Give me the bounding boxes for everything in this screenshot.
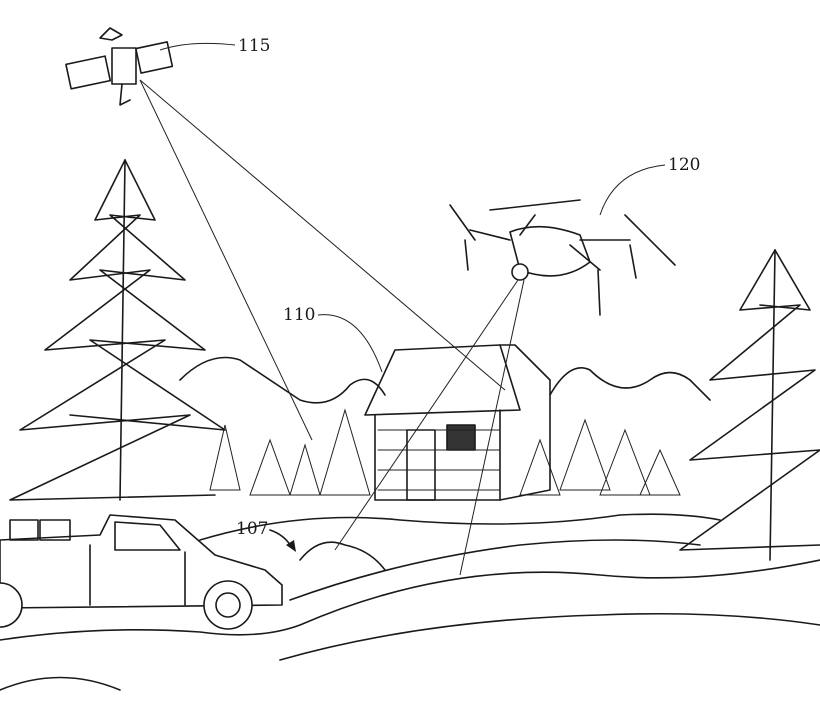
label-120-leader	[599, 164, 666, 216]
ground-lines	[0, 513, 820, 691]
label-107: 107	[236, 519, 268, 539]
label-110-leader	[317, 314, 383, 373]
mountain-range	[179, 356, 711, 404]
satellite	[65, 27, 174, 106]
label-115-leader	[159, 42, 236, 51]
background-trees	[209, 408, 681, 496]
target-mound	[299, 541, 386, 571]
arrowhead	[286, 540, 296, 552]
label-120: 120	[668, 155, 700, 175]
satellite-beam-left	[139, 79, 313, 441]
label-110: 110	[283, 305, 315, 325]
right-pine-tree	[679, 249, 820, 561]
left-pine-tree	[9, 159, 226, 501]
label-115: 115	[238, 36, 270, 56]
drone-beam-right	[459, 279, 525, 576]
pickup-truck	[0, 514, 283, 630]
satellite-beam-right	[139, 79, 506, 391]
drone-beam-left	[334, 279, 519, 551]
cabin	[364, 344, 551, 501]
drone	[449, 199, 676, 316]
